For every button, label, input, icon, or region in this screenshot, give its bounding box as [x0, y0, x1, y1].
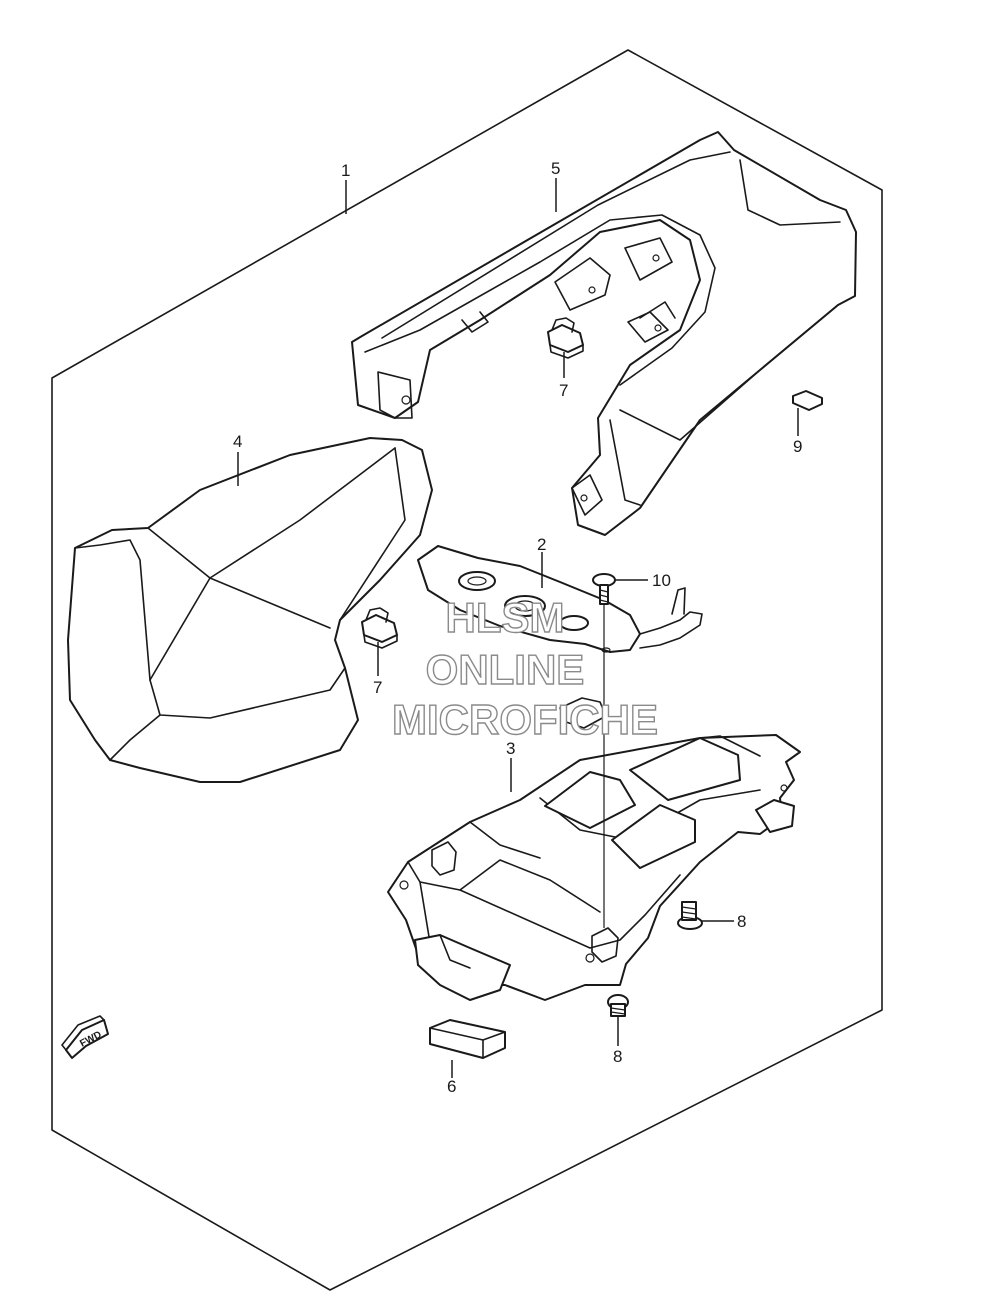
callout-9: 9 — [793, 437, 802, 456]
part-10-screw[interactable] — [592, 573, 616, 605]
callout-7-lower: 7 — [373, 678, 382, 697]
callout-7-upper: 7 — [559, 381, 568, 400]
watermark: HLSM ONLINE MICROFICHE — [391, 593, 658, 743]
callout-6: 6 — [447, 1077, 456, 1096]
watermark-line-3: MICROFICHE — [392, 696, 658, 743]
part-9-pad[interactable] — [792, 390, 823, 411]
part-3-seat-frame[interactable] — [387, 697, 801, 1001]
watermark-line-1: HLSM — [446, 594, 565, 641]
part-8-bolt-lower[interactable] — [607, 994, 629, 1017]
callout-1: 1 — [341, 161, 350, 180]
callout-2: 2 — [537, 535, 546, 554]
part-7-clip-lower[interactable] — [361, 607, 398, 649]
diagram-frame — [51, 49, 883, 1291]
part-2-plate[interactable] — [417, 545, 703, 653]
part-4-seat[interactable] — [67, 437, 433, 783]
fwd-arrow-badge: FWD — [61, 1015, 109, 1059]
callout-3: 3 — [506, 739, 515, 758]
part-5-seat-tail-cover[interactable] — [351, 131, 857, 536]
watermark-line-2: ONLINE — [426, 646, 585, 693]
callout-8-lower: 8 — [613, 1047, 622, 1066]
callout-4: 4 — [233, 432, 242, 451]
part-7-clip-upper[interactable] — [547, 317, 584, 359]
callout-5: 5 — [551, 159, 560, 178]
part-6-cushion[interactable] — [429, 1019, 506, 1059]
callout-10: 10 — [652, 571, 671, 590]
leader-lines — [237, 178, 799, 1078]
part-8-bolt-right[interactable] — [677, 901, 703, 930]
callout-8-right: 8 — [737, 912, 746, 931]
